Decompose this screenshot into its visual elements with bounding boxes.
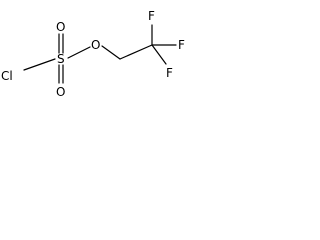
atom-f-top: F [148,9,155,23]
atom-o-ester: O [91,38,100,52]
atom-o-top: O [56,20,65,34]
atom-o-bottom: O [56,85,65,99]
chemical-structure: Cl S O O O F F F [1,9,185,99]
atom-f-bottom: F [166,66,173,80]
bond-ch2-cf3 [119,44,153,60]
atom-s: S [57,52,65,66]
bond-c-f-bottom [151,44,167,65]
bond-s-o-ester [67,46,91,59]
bond-o-ch2 [101,45,121,60]
bond-cl-s [23,58,56,71]
atom-cl: Cl [1,69,13,83]
atom-f-right: F [178,38,185,52]
